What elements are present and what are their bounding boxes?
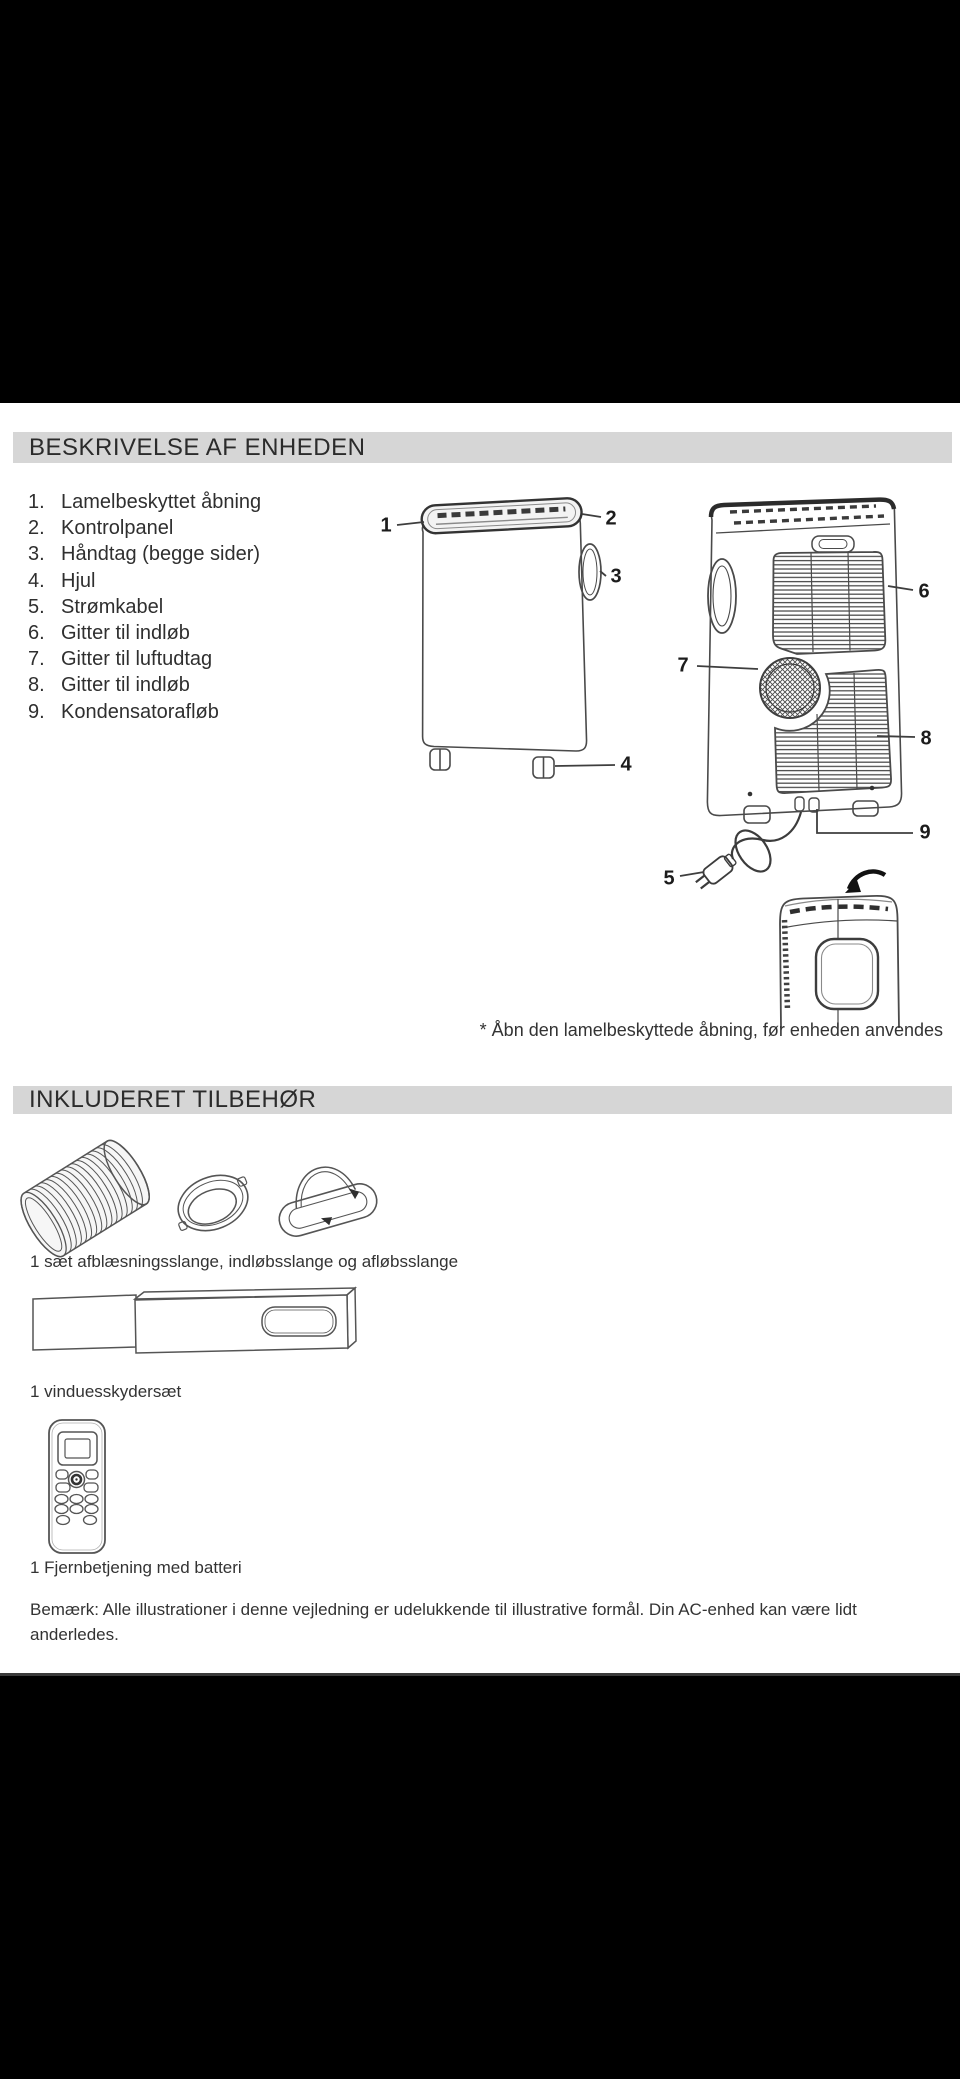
parts-list: 1. Lamelbeskyttet åbning 2. Kontrolpanel 3… bbox=[28, 489, 261, 725]
front-view-illustration bbox=[396, 497, 616, 779]
diagram-callout-8: 8 bbox=[920, 727, 932, 750]
part-number: 7. bbox=[28, 648, 45, 671]
part-number: 3. bbox=[28, 543, 45, 566]
diagram-callout-5: 5 bbox=[663, 867, 675, 890]
diagram-callout-3: 3 bbox=[610, 565, 622, 588]
parts-list-item: 3. Håndtag (begge sider) bbox=[28, 541, 261, 567]
unit-diagram-illustration bbox=[396, 497, 916, 1029]
part-number: 6. bbox=[28, 622, 45, 645]
diagram-callout-4: 4 bbox=[620, 753, 632, 776]
part-label: Gitter til indløb bbox=[61, 622, 190, 645]
window-slider-caption: 1 vinduesskydersæt bbox=[30, 1382, 182, 1401]
leader-lines-back bbox=[679, 585, 916, 877]
part-label: Kontrolpanel bbox=[61, 517, 174, 540]
part-label: Gitter til indløb bbox=[61, 674, 190, 697]
section-title-description: BESKRIVELSE AF ENHEDEN bbox=[13, 432, 952, 463]
section-title-accessories: INKLUDERET TILBEHØR bbox=[13, 1086, 952, 1114]
top-letterbox bbox=[0, 0, 960, 403]
louver-panel bbox=[420, 497, 583, 535]
parts-list-item: 7. Gitter til luftudtag bbox=[28, 646, 261, 672]
part-label: Lamelbeskyttet åbning bbox=[61, 491, 262, 513]
hose-ring-connector bbox=[177, 1174, 249, 1232]
part-label: Kondensatorafløb bbox=[61, 700, 219, 723]
power-plug bbox=[695, 853, 737, 890]
diagram-callout-2: 2 bbox=[605, 507, 617, 530]
diagram-callout-1: 1 bbox=[380, 514, 392, 537]
part-number: 4. bbox=[28, 569, 45, 592]
louver-open-illustration bbox=[779, 869, 900, 1029]
exhaust-inlet-drain-hose-set-illustration bbox=[20, 1139, 378, 1258]
illustrations-note: Bemærk: Alle illustrationer i denne vejl… bbox=[30, 1600, 857, 1644]
part-number: 1. bbox=[28, 491, 45, 513]
power-cord bbox=[695, 811, 803, 890]
part-label: Strømkabel bbox=[61, 595, 164, 618]
part-label: Hjul bbox=[61, 569, 96, 592]
parts-list-item: 9. Kondensatorafløb bbox=[28, 699, 261, 725]
parts-list-item: 1. Lamelbeskyttet åbning bbox=[28, 489, 261, 515]
diagram-footnote: * Åbn den lamelbeskyttede åbning, før en… bbox=[479, 1020, 943, 1040]
drain-connector bbox=[278, 1166, 378, 1237]
parts-list-item: 5. Strømkabel bbox=[28, 594, 261, 620]
diagram-callout-7: 7 bbox=[677, 654, 689, 677]
back-view-illustration bbox=[679, 497, 916, 890]
remote-control-illustration bbox=[48, 1419, 106, 1554]
part-label: Gitter til luftudtag bbox=[61, 648, 213, 671]
parts-list-item: 8. Gitter til indløb bbox=[28, 672, 261, 698]
parts-list-item: 4. Hjul bbox=[28, 568, 261, 594]
diagram-callout-6: 6 bbox=[918, 580, 930, 603]
corrugated-hose bbox=[20, 1139, 150, 1258]
window-slider-kit-illustration bbox=[32, 1286, 358, 1354]
parts-list-item: 6. Gitter til indløb bbox=[28, 620, 261, 646]
hose-set-caption: 1 sæt afblæsningsslange, indløbsslange o… bbox=[30, 1252, 459, 1271]
parts-list-item: 2. Kontrolpanel bbox=[28, 515, 261, 541]
part-number: 8. bbox=[28, 674, 45, 697]
part-number: 5. bbox=[28, 595, 45, 618]
bottom-letterbox bbox=[0, 1673, 960, 2079]
diagram-callout-9: 9 bbox=[919, 821, 931, 844]
part-number: 2. bbox=[28, 517, 45, 540]
remote-caption: 1 Fjernbetjening med batteri bbox=[30, 1558, 242, 1577]
part-label: Håndtag (begge sider) bbox=[61, 543, 261, 566]
leader-lines-front bbox=[396, 513, 616, 767]
part-number: 9. bbox=[28, 700, 45, 723]
